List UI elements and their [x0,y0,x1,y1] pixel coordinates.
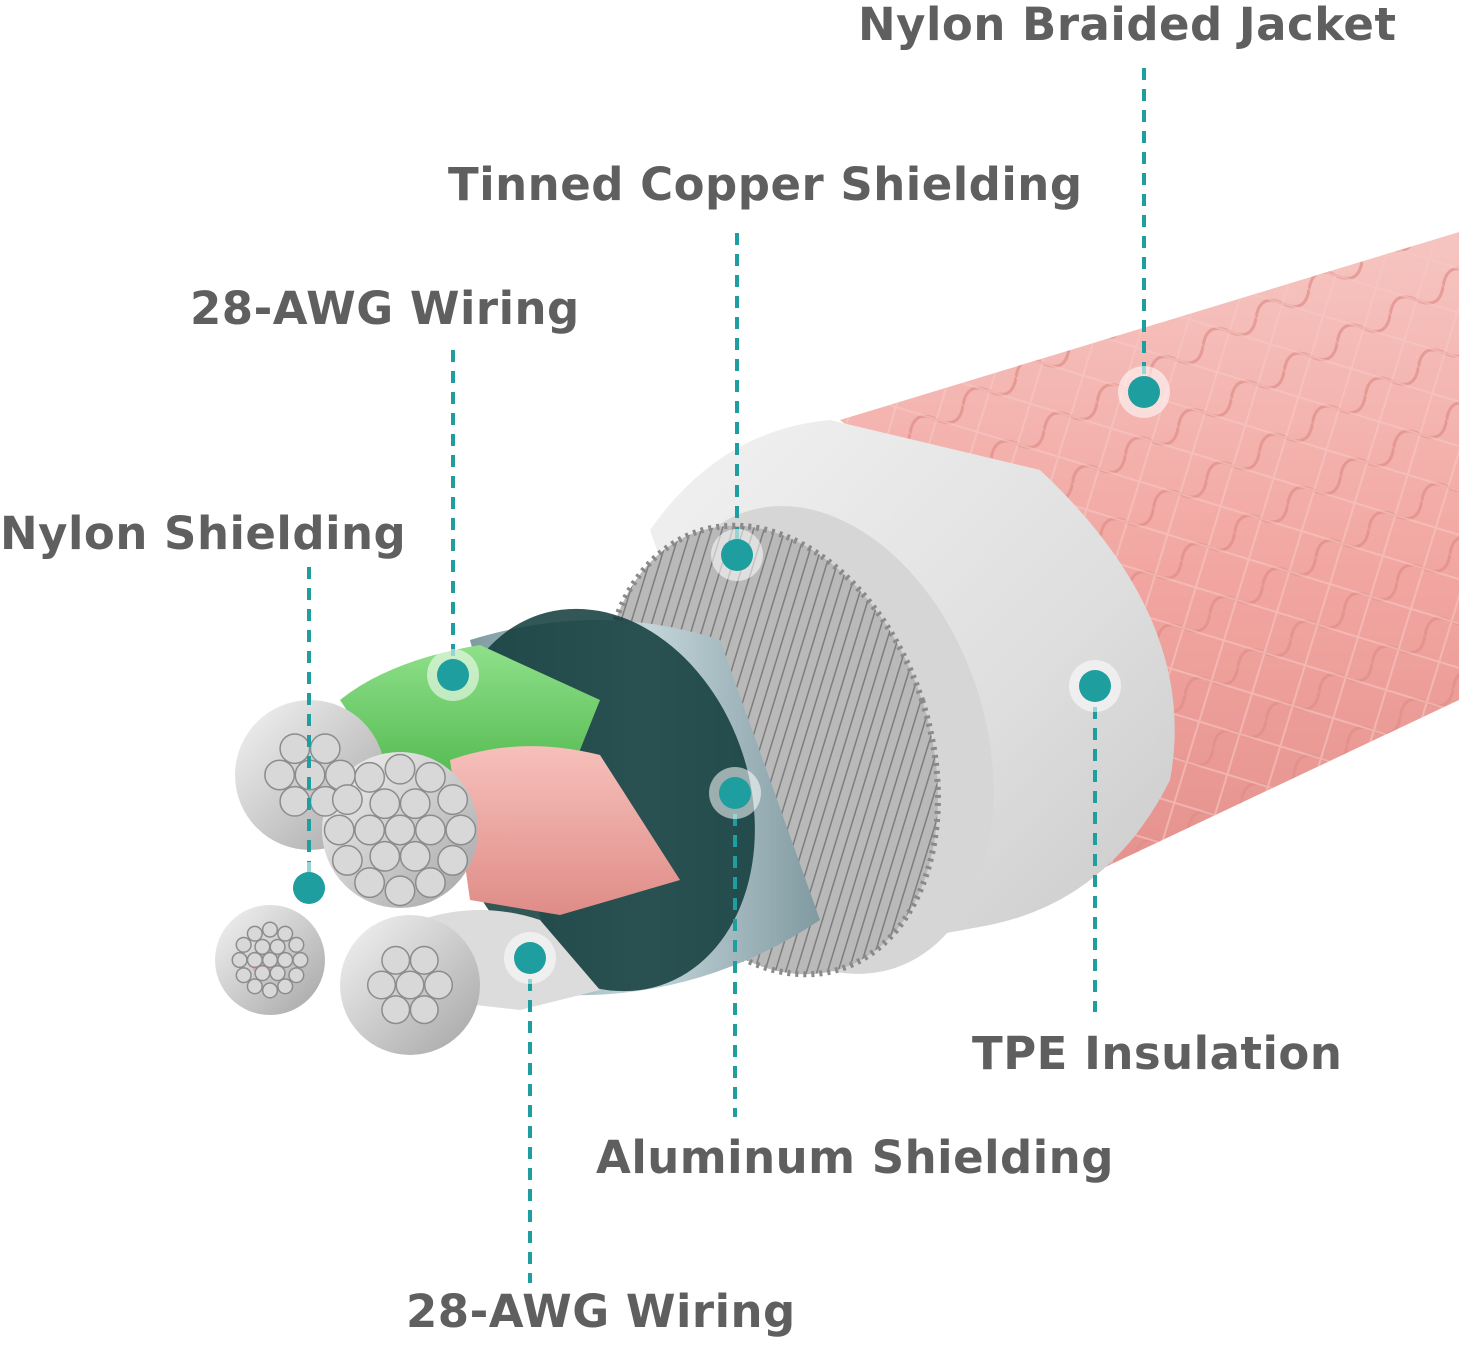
wire-strand [279,733,311,765]
callout-dot-nylon-shielding [283,862,335,914]
wire-strand [264,759,296,791]
wire-strands [231,733,477,1025]
wire-strand [354,867,386,899]
wire-strand [269,965,286,982]
wire-strand [399,788,431,820]
wire-strand [437,844,469,876]
wire-strand [331,844,363,876]
wire-strand [231,951,248,969]
wire-strand [381,945,411,975]
wire-strand [384,753,416,785]
wire-strand [261,921,279,938]
wire-strand [277,951,294,969]
wire-strand [254,938,271,955]
wire-strand [277,978,294,995]
callout-dot-aluminum [709,767,761,819]
wire-strand [261,982,279,999]
nylon-braided-jacket [840,232,1459,912]
wire-strand [309,733,341,765]
wire-strand [414,867,446,899]
wire-strand [395,970,425,1000]
wire-strand [369,788,401,820]
label-tpe-insulation: TPE Insulation [972,1027,1343,1080]
wire-strand [246,978,263,995]
callouts [307,68,1146,1283]
wire-strand [254,965,271,982]
wire-strand [354,761,386,793]
label-nylon-braided-jacket: Nylon Braided Jacket [858,0,1397,51]
callout-dot-28awg-top [427,649,479,701]
wire-strand [246,925,263,942]
wire-strand [423,970,454,1000]
wire-strand [414,814,446,846]
wire-strand [409,995,439,1025]
wire-strand [331,784,363,816]
wire-strand [323,814,355,846]
wire-strand [235,936,252,953]
wire-strand [279,785,311,817]
wire-strand [288,967,305,984]
callout-dot-tpe [1069,660,1121,712]
wire-strand [369,840,401,872]
label-tinned-copper-shielding: Tinned Copper Shielding [448,158,1083,211]
wire-strand [292,951,309,969]
label-28awg-wiring-top: 28-AWG Wiring [190,282,580,335]
callout-dots [283,366,1170,984]
callout-dot-copper [711,529,763,581]
label-28awg-wiring-bottom: 28-AWG Wiring [406,1285,796,1338]
label-nylon-shielding: Nylon Shielding [0,507,407,560]
wire-strand [445,814,477,846]
wire-strand [384,814,416,846]
wire-strand [235,967,252,984]
wire-strand [414,761,446,793]
callout-dot-28awg-bottom [504,932,556,984]
wire-strand [277,925,294,942]
wire-strand [409,945,439,975]
label-aluminum-shielding: Aluminum Shielding [596,1131,1114,1184]
wire-strand [381,995,411,1025]
wire-strand [269,938,286,955]
wire-strand [354,814,386,846]
wire-strand [288,936,305,953]
wire-strand [261,951,279,969]
wire-strand [246,951,263,969]
callout-dot-jacket [1118,366,1170,418]
wire-strand [437,784,469,816]
wire-strand [384,875,416,907]
wire-strand [399,840,431,872]
wire-strand [366,970,397,1000]
